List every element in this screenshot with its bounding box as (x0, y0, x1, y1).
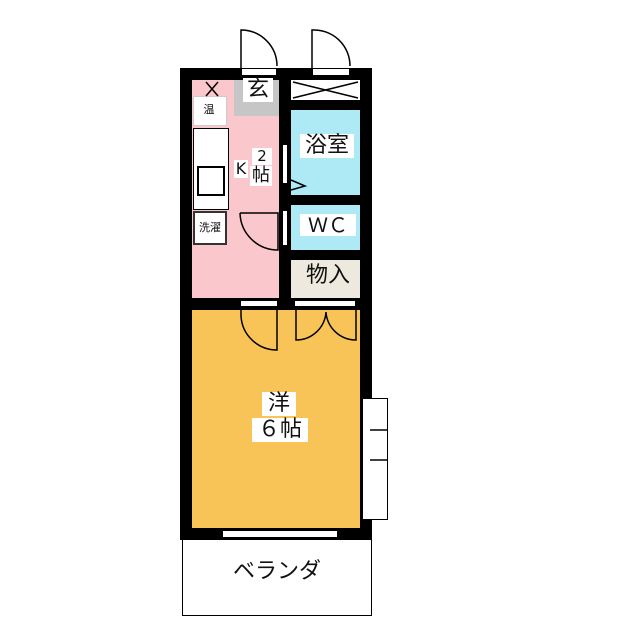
wall-middle (279, 68, 291, 310)
water-heater (193, 96, 227, 126)
water-heater-label: 温 (203, 103, 215, 116)
wall-wc-bottom (291, 250, 360, 260)
wc-door (282, 210, 288, 246)
wall-bath-top (291, 100, 360, 110)
closet-door (294, 300, 356, 307)
bath-door (282, 144, 288, 184)
side-window (362, 398, 388, 520)
entrance-door-opening (241, 68, 277, 76)
storage-label: 物入 (300, 263, 356, 289)
sink (197, 166, 225, 196)
genkan-label: 玄 (243, 77, 273, 103)
balcony (182, 540, 372, 616)
wall-bath-bottom (291, 195, 360, 205)
balcony-label: ベランダ (212, 559, 342, 585)
kitchen-label-k: K (234, 159, 248, 178)
meter-door-opening (312, 68, 350, 76)
kitchen-label-num: 2 (252, 148, 272, 165)
bath-label: 浴室 (300, 133, 354, 159)
western-room-name: 洋 (262, 391, 296, 417)
western-room-size: ６帖 (252, 417, 308, 443)
kitchen-room-door (240, 300, 278, 307)
balcony-window (222, 530, 338, 538)
wc-label: ＷＣ (300, 214, 356, 236)
laundry-area: 洗濯 (193, 211, 227, 245)
kitchen-label-unit: 帖 (250, 165, 272, 186)
